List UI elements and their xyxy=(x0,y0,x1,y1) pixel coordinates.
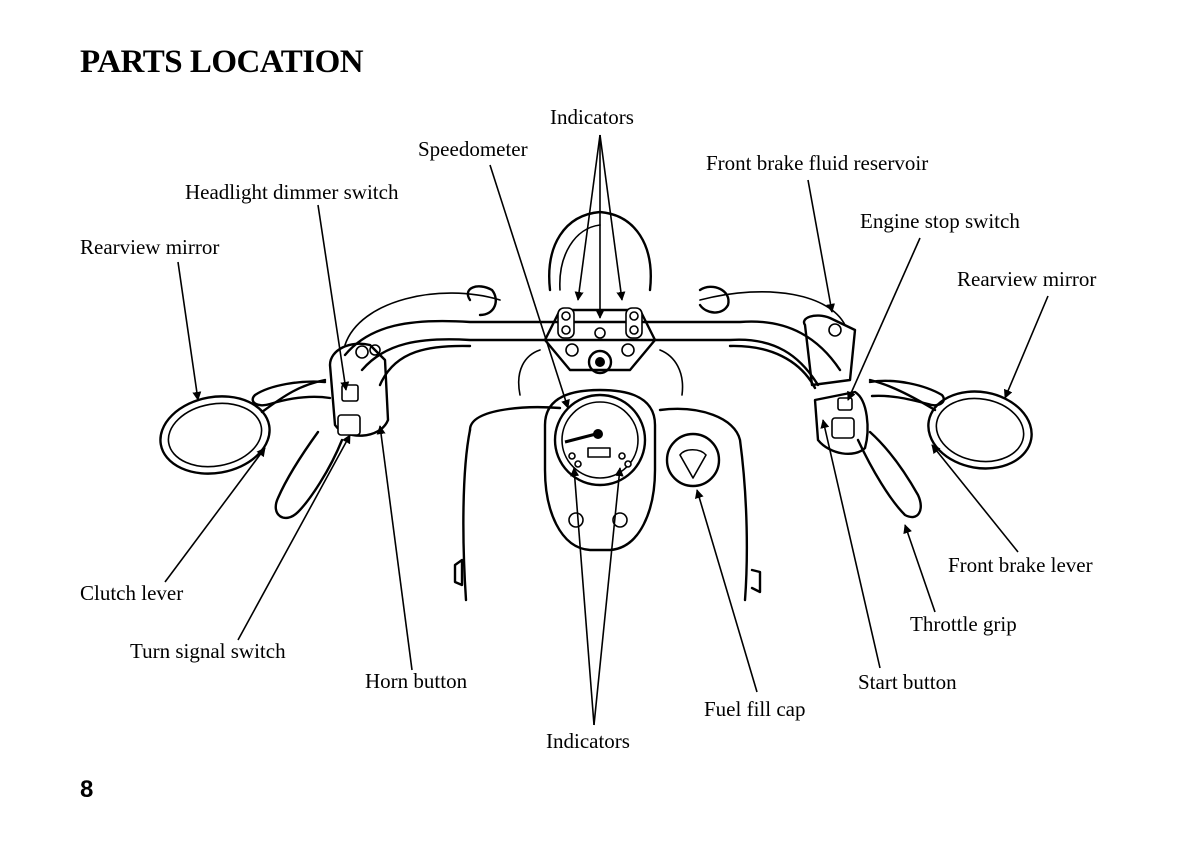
label-fuel-fill-cap: Fuel fill cap xyxy=(704,697,806,721)
leader-throttle xyxy=(903,524,936,613)
label-front-brake-lever: Front brake lever xyxy=(948,553,1093,577)
leader-front-brake xyxy=(931,444,1019,553)
leader-turn-signal xyxy=(237,434,351,641)
label-engine-stop-switch: Engine stop switch xyxy=(860,209,1020,233)
label-horn-button: Horn button xyxy=(365,669,468,693)
label-headlight-dimmer-switch: Headlight dimmer switch xyxy=(185,180,399,204)
leader-headlight-dimmer xyxy=(317,204,350,391)
leader-clutch xyxy=(164,447,266,583)
label-rearview-mirror-right: Rearview mirror xyxy=(957,267,1097,291)
motorcycle-illustration xyxy=(159,210,1033,602)
leader-mirror-left xyxy=(177,261,202,401)
leader-horn xyxy=(376,425,413,671)
leader-start xyxy=(820,419,881,669)
leader-fuel-cap xyxy=(694,489,758,693)
page-title: PARTS LOCATION xyxy=(80,44,364,80)
label-indicators-bottom: Indicators xyxy=(546,729,630,753)
leader-indicators-bottom-left xyxy=(570,467,595,726)
label-rearview-mirror-left: Rearview mirror xyxy=(80,235,220,259)
leader-lines xyxy=(164,134,1049,726)
label-front-brake-fluid-reservoir: Front brake fluid reservoir xyxy=(706,151,929,175)
leader-indicators-top-right xyxy=(599,134,626,301)
label-speedometer: Speedometer xyxy=(418,137,528,161)
leader-reservoir xyxy=(807,179,835,313)
leader-indicators-top-left xyxy=(574,134,601,301)
label-throttle-grip: Throttle grip xyxy=(910,612,1017,636)
label-start-button: Start button xyxy=(858,670,957,694)
label-clutch-lever: Clutch lever xyxy=(80,581,184,605)
leader-indicators-bottom-right xyxy=(593,467,624,726)
label-indicators-top: Indicators xyxy=(550,105,634,129)
page-number: 8 xyxy=(80,776,94,803)
leader-engine-stop xyxy=(847,237,921,401)
leader-speedometer xyxy=(489,164,570,409)
label-turn-signal-switch: Turn signal switch xyxy=(130,639,286,663)
leader-mirror-right xyxy=(1003,295,1049,399)
